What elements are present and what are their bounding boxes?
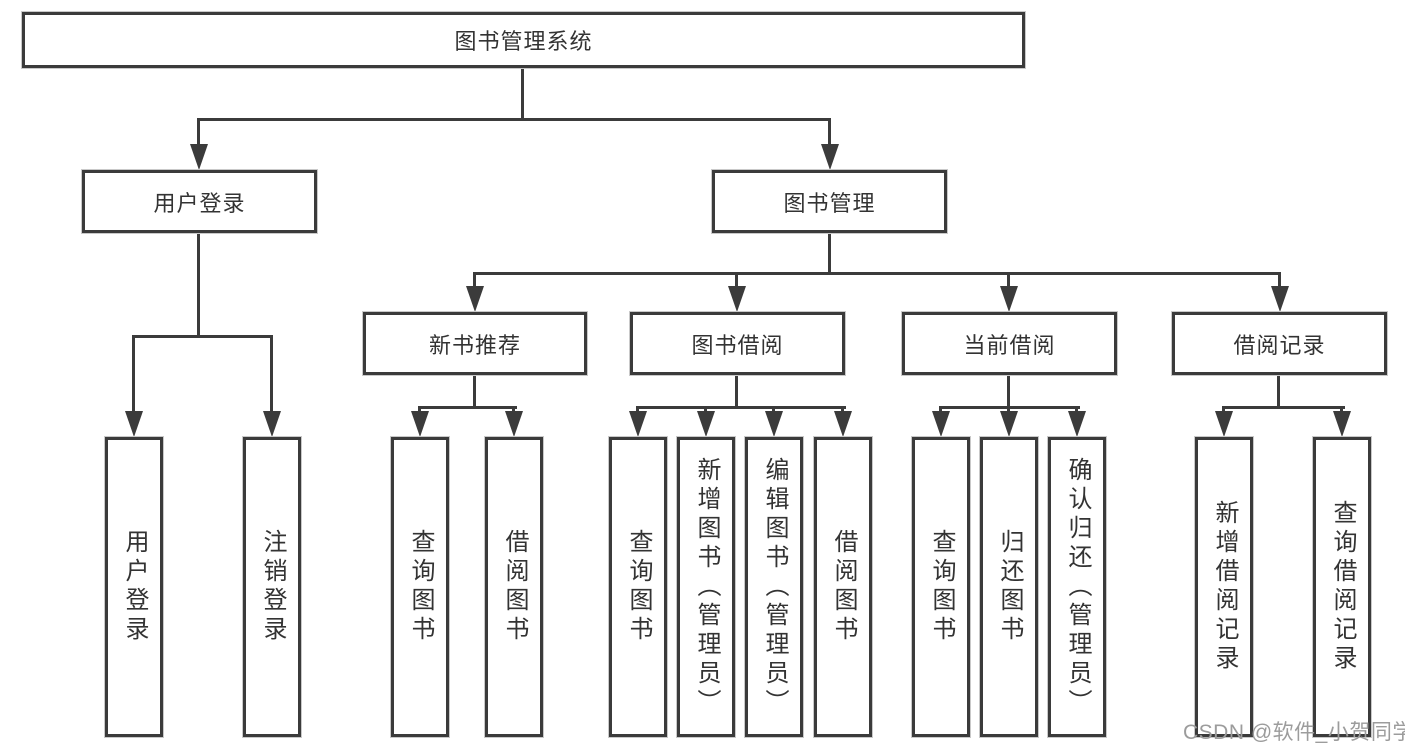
connector-line [473,272,1281,275]
node-borrowing-records: 借阅记录 [1172,312,1387,375]
arrow-down-icon [190,144,208,170]
connector-line [473,272,476,286]
node-label: 借阅记录 [1233,332,1326,358]
connector-line [1075,406,1078,411]
connector-line [521,68,524,118]
connector-line [197,118,200,144]
connector-line [418,406,421,411]
leaf-label: 借阅图书 [501,529,528,645]
arrow-down-icon [1000,286,1018,312]
connector-line [1222,406,1345,409]
node-current-borrowing: 当前借阅 [902,312,1117,375]
arrow-down-icon [466,286,484,312]
leaf-label: 确认归还（管理员） [1064,456,1091,718]
connector-line [828,233,831,272]
leaf-logout: 注销登录 [243,437,301,737]
leaf-return-book: 归还图书 [980,437,1038,737]
connector-line [512,406,515,411]
connector-line [704,406,707,411]
connector-line [636,406,846,409]
connector-line [1007,375,1010,406]
arrow-down-icon [1333,411,1351,437]
leaf-label: 归还图书 [996,529,1023,645]
arrow-down-icon [1000,411,1018,437]
arrow-down-icon [411,411,429,437]
leaf-query-book-borrowing: 查询图书 [609,437,667,737]
arrow-down-icon [932,411,950,437]
node-label: 新书推荐 [428,332,521,358]
arrow-down-icon [1068,411,1086,437]
leaf-query-borrow-record: 查询借阅记录 [1313,437,1371,737]
leaf-label: 查询图书 [625,529,652,645]
arrow-down-icon [834,411,852,437]
arrow-down-icon [697,411,715,437]
arrow-down-icon [728,286,746,312]
leaf-query-book-current: 查询图书 [912,437,970,737]
node-label: 用户登录 [153,190,246,216]
connector-line [772,406,775,411]
leaf-user-login: 用户登录 [105,437,163,737]
node-root-library-system: 图书管理系统 [22,12,1025,68]
arrow-down-icon [629,411,647,437]
leaf-label: 查询图书 [407,529,434,645]
connector-line [132,335,273,338]
connector-line [197,118,831,121]
leaf-edit-book-admin: 编辑图书（管理员） [745,437,803,737]
connector-line [1277,375,1280,406]
leaf-label: 注销登录 [259,529,286,645]
connector-line [1007,406,1010,411]
arrow-down-icon [125,411,143,437]
leaf-label: 借阅图书 [830,529,857,645]
connector-line [270,335,273,411]
leaf-add-book-admin: 新增图书（管理员） [677,437,735,737]
connector-line [636,406,639,411]
connector-line [418,406,517,409]
leaf-confirm-return-admin: 确认归还（管理员） [1048,437,1106,737]
node-label: 当前借阅 [963,332,1056,358]
leaf-label: 查询图书 [928,529,955,645]
leaf-label: 新增借阅记录 [1211,500,1238,674]
connector-line [132,335,135,411]
leaf-label: 编辑图书（管理员） [761,456,788,718]
node-label: 图书借阅 [691,332,784,358]
node-book-borrowing: 图书借阅 [630,312,845,375]
leaf-label: 查询借阅记录 [1329,500,1356,674]
connector-line [735,272,738,286]
arrow-down-icon [505,411,523,437]
leaf-borrow-book-recommend: 借阅图书 [485,437,543,737]
leaf-add-borrow-record: 新增借阅记录 [1195,437,1253,737]
leaf-label: 用户登录 [121,529,148,645]
leaf-borrow-book: 借阅图书 [814,437,872,737]
leaf-label: 新增图书（管理员） [693,456,720,718]
csdn-watermark: CSDN @软件_小贺同学 [1183,721,1405,744]
connector-line [1278,272,1281,286]
connector-line [1222,406,1225,411]
node-user-login: 用户登录 [82,170,317,233]
node-label: 图书管理 [783,190,876,216]
node-book-management: 图书管理 [712,170,947,233]
connector-line [1007,272,1010,286]
arrow-down-icon [263,411,281,437]
node-new-book-recommend: 新书推荐 [363,312,587,375]
leaf-query-book-recommend: 查询图书 [391,437,449,737]
connector-line [197,233,200,335]
arrow-down-icon [1271,286,1289,312]
arrow-down-icon [821,144,839,170]
connector-line [939,406,942,411]
connector-line [841,406,844,411]
connector-line [828,118,831,144]
arrow-down-icon [1215,411,1233,437]
connector-line [735,375,738,406]
connector-line [1340,406,1343,411]
node-label: 图书管理系统 [454,29,593,54]
connector-line [473,375,476,406]
arrow-down-icon [765,411,783,437]
